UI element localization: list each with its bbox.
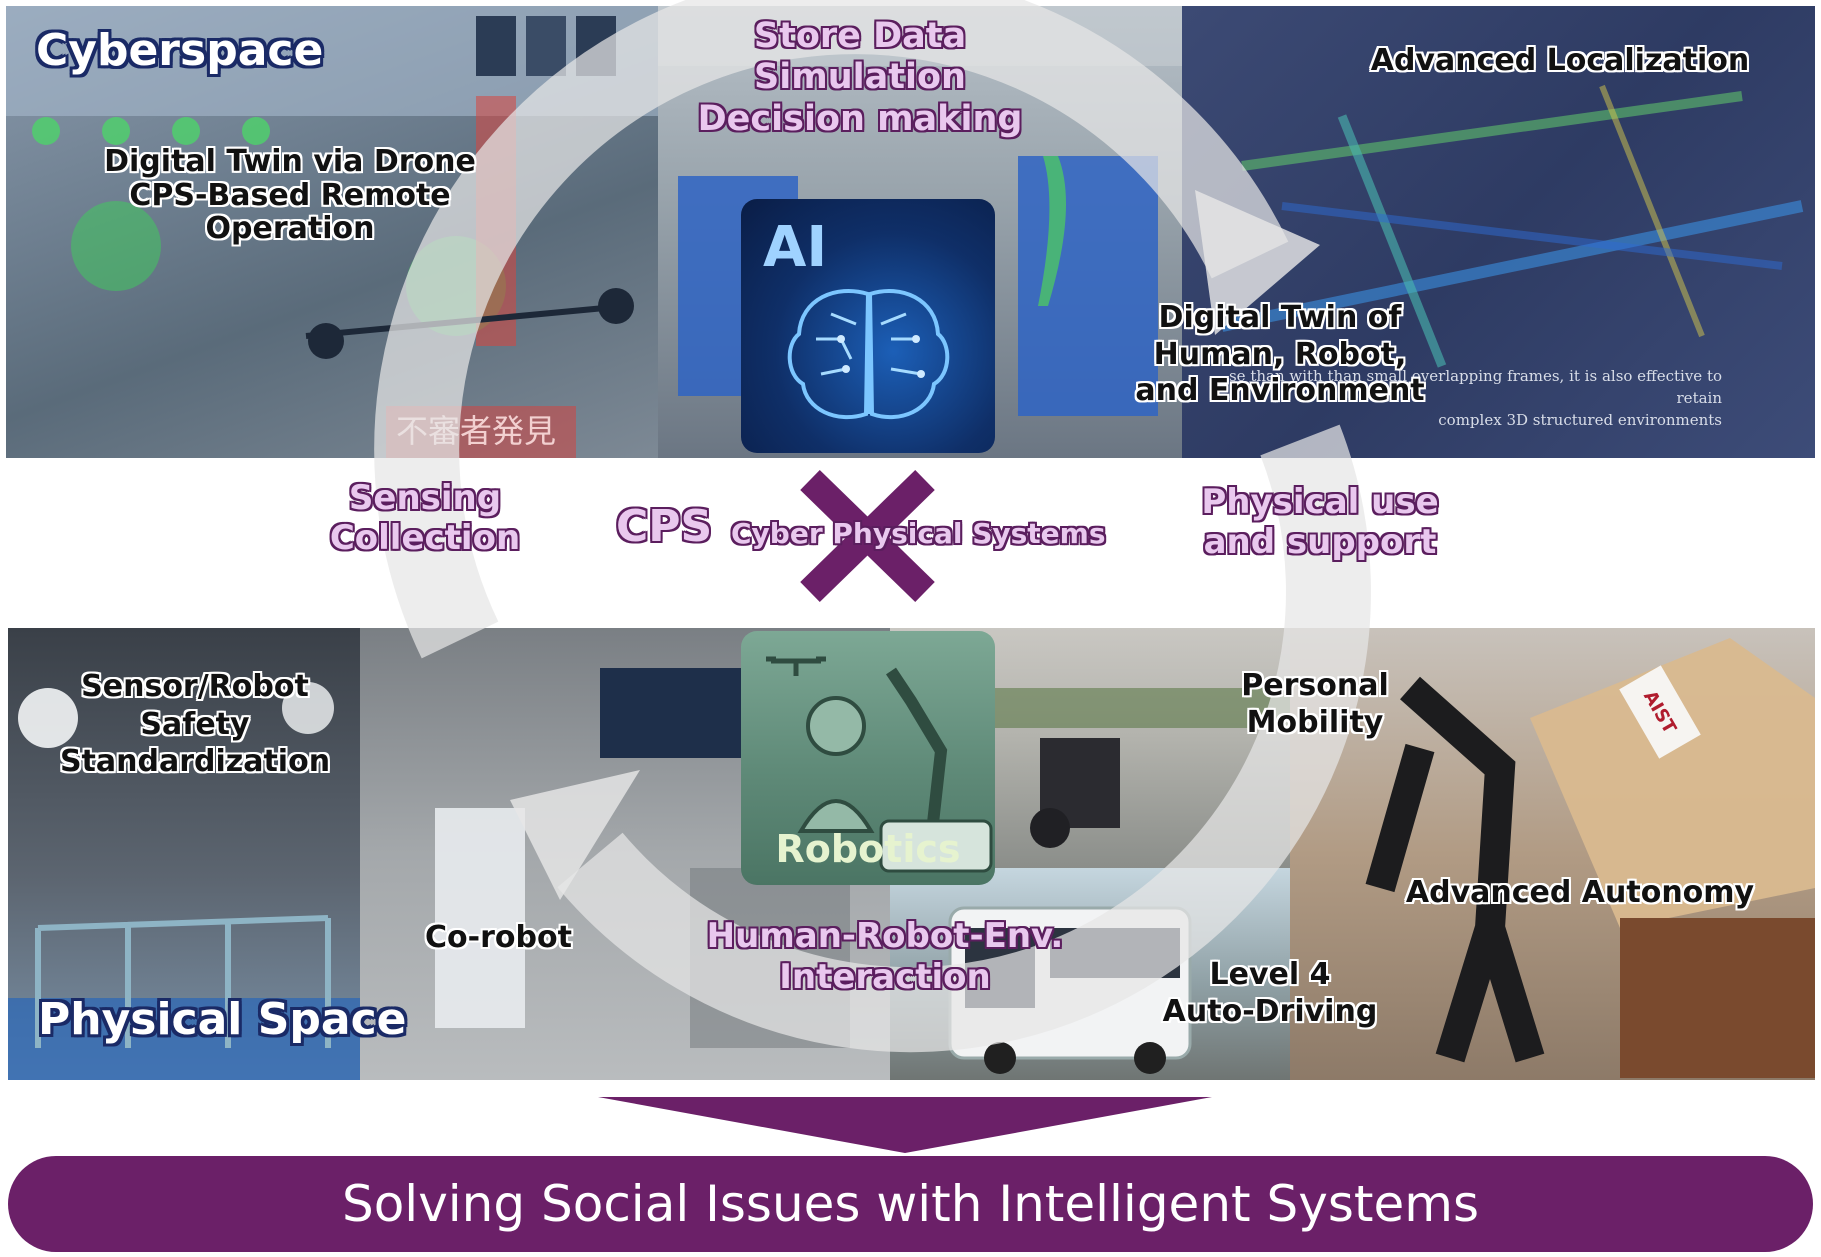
- hri-line-2: Interaction: [779, 956, 991, 997]
- autonomy-label: Advanced Autonomy: [1405, 875, 1755, 910]
- physical-use-label: Physical use and support: [1180, 482, 1460, 562]
- safety-line-2: Safety: [140, 706, 250, 742]
- hri-label: Human-Robot-Env. Interaction: [690, 916, 1080, 998]
- aist-logo-text: AIST: [1639, 686, 1681, 738]
- safety-line-1: Sensor/Robot: [81, 669, 309, 704]
- footer-banner: Solving Social Issues with Intelligent S…: [8, 1156, 1813, 1252]
- level4-label: Level 4 Auto-Driving: [1150, 957, 1390, 1030]
- footer-banner-text: Solving Social Issues with Intelligent S…: [341, 1175, 1480, 1233]
- level4-line-1: Level 4: [1209, 957, 1331, 992]
- safety-panel: [8, 628, 360, 1080]
- mobility-line-1: Personal: [1241, 668, 1389, 703]
- store-label: Store Data Simulation Decision making: [690, 16, 1030, 140]
- down-arrow: [598, 1097, 1212, 1153]
- digital-twin-line-2: Human, Robot,: [1153, 336, 1407, 372]
- safety-label: Sensor/Robot Safety Standardization: [30, 668, 360, 781]
- physical-use-line-2: and support: [1203, 522, 1437, 563]
- humanoid-robot-graphic: [1365, 638, 1815, 1078]
- drone-line-2: CPS-Based Remote Operation: [129, 177, 451, 247]
- caption-line-2: complex 3D structured environments: [1438, 410, 1722, 429]
- robotics-card: Robotics: [741, 631, 995, 885]
- digital-twin-label: Digital Twin of Human, Robot, and Enviro…: [1110, 300, 1450, 410]
- drone-label: Digital Twin via Drone CPS-Based Remote …: [40, 145, 540, 246]
- cyberspace-title: Cyberspace: [36, 25, 324, 76]
- sensing-line-2: Collection: [329, 518, 521, 559]
- localization-label: Advanced Localization: [1370, 43, 1750, 78]
- humanoid-panel: AIST: [1290, 628, 1815, 1080]
- corobot-label: Co-robot: [425, 920, 572, 955]
- robotics-label: Robotics: [775, 827, 961, 871]
- safety-line-3: Standardization: [59, 744, 331, 779]
- brain-icon: [787, 288, 950, 420]
- hri-line-1: Human-Robot-Env.: [706, 916, 1064, 956]
- store-line-1: Store Data: [753, 16, 967, 56]
- store-line-3: Decision making: [697, 98, 1023, 139]
- digital-twin-line-3: and Environment: [1135, 373, 1425, 409]
- drone-line-1: Digital Twin via Drone: [104, 144, 476, 179]
- drone-overlay-text: 不審者発見: [396, 412, 557, 450]
- ai-card: AI: [741, 199, 995, 453]
- cps-label: CPS: [616, 501, 713, 552]
- level4-line-2: Auto-Driving: [1162, 993, 1378, 1029]
- frame-structure-graphic: [8, 682, 360, 1080]
- store-line-2: Simulation: [754, 57, 966, 98]
- caption-line-1: se than with than small overlapping fram…: [1228, 367, 1722, 407]
- sensing-label: Sensing Collection: [310, 478, 540, 558]
- physical-use-line-1: Physical use: [1201, 482, 1439, 522]
- cps-full-label: Cyber Physical Systems: [731, 517, 1106, 550]
- caption-fragment: se than with than small overlapping fram…: [1182, 366, 1722, 431]
- sensing-line-1: Sensing: [348, 478, 502, 518]
- physical-space-title: Physical Space: [38, 994, 407, 1045]
- digital-twin-line-1: Digital Twin of: [1158, 300, 1402, 335]
- mobility-line-2: Mobility: [1246, 704, 1384, 740]
- mobility-label: Personal Mobility: [1220, 668, 1410, 741]
